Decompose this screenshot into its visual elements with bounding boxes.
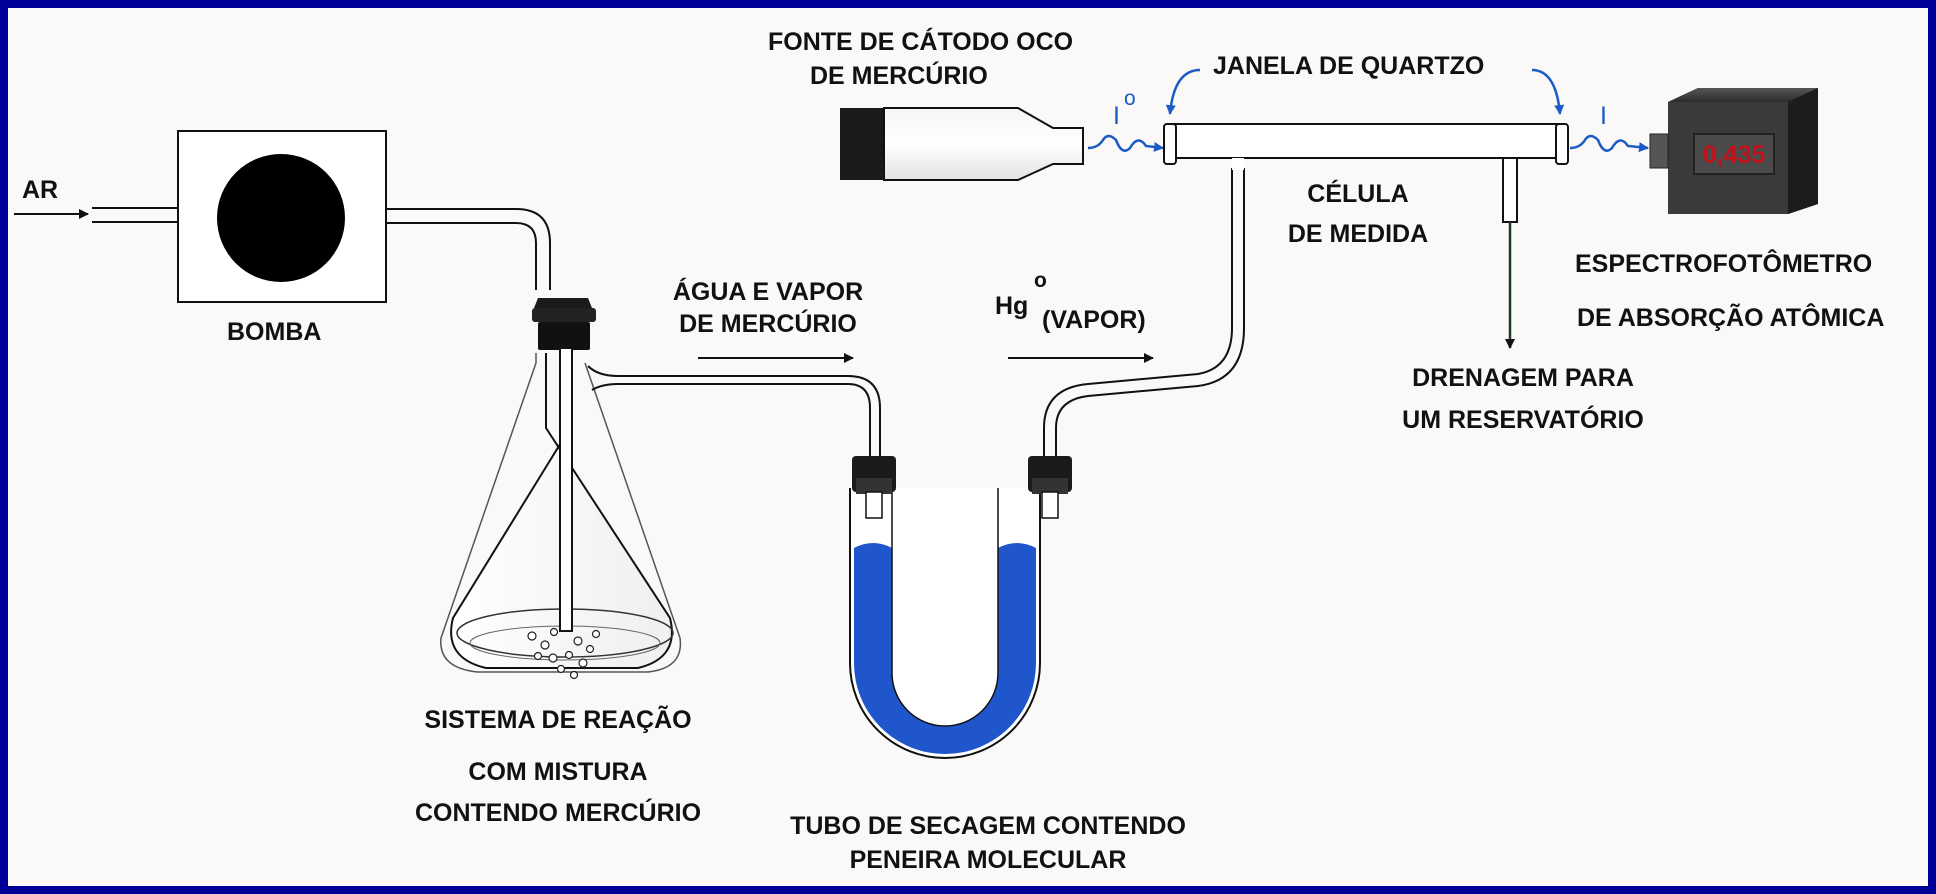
incident-intensity-subscript: o	[1124, 87, 1136, 110]
cell-label-line1: CÉLULA	[1307, 180, 1409, 208]
diagram-frame: 0,435 AR BOMBA SISTEMA DE REAÇÃO COM MIS…	[8, 8, 1928, 886]
lamp-label-line1: FONTE DE CÁTODO OCO	[768, 28, 1074, 56]
reaction-flask	[440, 298, 848, 680]
air-label: AR	[22, 176, 59, 204]
u-tube-label-line2: PENEIRA MOLECULAR	[849, 846, 1127, 874]
flask-label-line3: CONTENDO MERCÚRIO	[414, 799, 702, 827]
spectrophotometer: 0,435	[1649, 88, 1818, 214]
measuring-cell	[1163, 123, 1569, 223]
spectrophotometer-label-line1: ESPECTROFOTÔMETRO	[1575, 250, 1873, 278]
hg-symbol-label: Hg	[995, 292, 1029, 320]
drying-u-tube	[847, 168, 1245, 759]
cell-label-line2: DE MEDIDA	[1287, 220, 1429, 248]
pump-to-flask-tube	[386, 208, 551, 290]
drain-label-line2: UM RESERVATÓRIO	[1402, 406, 1644, 434]
lamp-label-line2: DE MERCÚRIO	[810, 62, 988, 90]
flask-label-line2: COM MISTURA	[468, 758, 648, 786]
spectrophotometer-label-line2: DE ABSORÇÃO ATÔMICA	[1577, 304, 1885, 332]
quartz-window-arrow-right	[1531, 68, 1565, 115]
hollow-cathode-lamp	[840, 107, 1084, 181]
drain-label-line1: DRENAGEM PARA	[1412, 364, 1634, 392]
transmitted-beam-icon	[1569, 134, 1649, 153]
u-tube-label-line1: TUBO DE SECAGEM CONTENDO	[790, 812, 1186, 840]
quartz-window-arrow-left	[1165, 68, 1201, 115]
quartz-window-label: JANELA DE QUARTZO	[1213, 52, 1485, 80]
pump-label: BOMBA	[227, 318, 322, 346]
incident-intensity-label: I	[1113, 102, 1120, 130]
incident-beam-icon	[1087, 134, 1164, 152]
hg-vapor-label: (VAPOR)	[1042, 306, 1146, 334]
absorbance-reading: 0,435	[1703, 141, 1766, 169]
transmitted-intensity-label: I	[1600, 102, 1607, 130]
apparatus-drawing: 0,435	[14, 68, 1818, 759]
flask-label-line1: SISTEMA DE REAÇÃO	[424, 706, 692, 734]
hg-superscript-label: o	[1034, 269, 1047, 292]
water-vapor-label-line1: ÁGUA E VAPOR	[672, 278, 864, 306]
water-vapor-label-line2: DE MERCÚRIO	[679, 310, 857, 338]
inlet-tube	[92, 207, 178, 223]
pump	[177, 130, 387, 303]
